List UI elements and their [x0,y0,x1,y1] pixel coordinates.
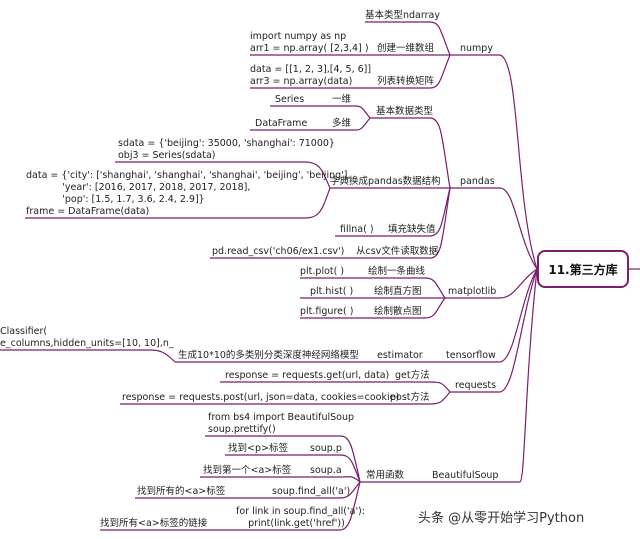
connector-root-requests [499,268,538,393]
matplotlib-plot-desc: 绘制一条曲线 [368,266,426,277]
numpy-node: numpy [460,43,493,54]
numpy-matrix-code-2: arr3 = np.array(data) [250,76,353,87]
tensorflow-code-1: Classifier( [0,326,48,337]
numpy-list-to-matrix: 列表转换矩阵 [377,76,435,87]
numpy-create-1d: 创建一维数组 [377,43,435,54]
bs4-loop-code-1: for link in soup.find_all('a'): [236,506,365,517]
connector-root-matplotlib [499,268,538,299]
bs4-soup-find-all: soup.find_all('a') [272,486,351,497]
bs4-loop-code-2: print(link.get('href')) [236,518,345,529]
pandas-read-csv: 从csv文件读取数据 [356,246,439,257]
bs4-find-first-a: 找到第一个<a>标签 [203,465,292,476]
bs4-import-code-1: from bs4 import BeautifulSoup [208,412,355,423]
bs4-find-links: 找到所有<a>标签的链接 [100,518,208,529]
numpy-basic-type: 基本类型ndarray [365,10,440,21]
numpy-matrix-code-1: data = [[1, 2, 3],[4, 5, 6]] [250,64,372,75]
tensorflow-estimator: estimator [377,350,423,361]
watermark: 头条 @从零开始学习Python [418,511,585,526]
bs4-common-functions: 常用函数 [366,470,405,481]
requests-get: get方法 [395,370,430,381]
pandas-multi-dim: 多维 [332,118,352,129]
matplotlib-figure-desc: 绘制散点图 [374,306,422,317]
requests-post: post方法 [390,392,430,403]
matplotlib-figure: plt.figure( ) [300,306,354,317]
pandas-dataframe: DataFrame [255,118,308,129]
bs4-find-p: 找到<p>标签 [228,443,288,454]
pandas-frame-code-4: frame = DataFrame(data) [26,206,150,217]
pandas-frame-code-1: data = {'city': ['shanghai', 'shanghai',… [26,170,351,181]
tensorflow-code-2: e_columns,hidden_units=[10, 10],n_ [0,338,174,349]
requests-post-code: response = requests.post(url, json=data,… [122,392,400,403]
root-node: 11.第三方库 [537,250,629,288]
connector-root-tensorflow [499,268,538,363]
pandas-node: pandas [460,176,495,187]
bs4-soup-a: soup.a [310,465,342,476]
pandas-fill-missing: 填充缺失值 [388,224,436,235]
pandas-fillna: fillna( ) [340,224,374,235]
connector-root-pandas [499,187,538,270]
pandas-series-code-1: sdata = {'beijing': 35000, 'shanghai': 7… [118,138,335,149]
bs4-soup-p: soup.p [310,443,342,454]
matplotlib-plot: plt.plot( ) [300,266,345,277]
pandas-basic-types: 基本数据类型 [376,106,434,117]
numpy-create-code-1: import numpy as np [250,31,347,42]
tensorflow-desc: 生成10*10的多类别分类深度神经网络模型 [178,350,359,361]
bs4-find-all-a: 找到所有的<a>标签 [137,486,226,497]
pandas-frame-code-3: 'pop': [1.5, 1.7, 3.6, 2.4, 2.9]} [26,194,205,205]
pandas-frame-code-2: 'year': [2016, 2017, 2018, 2017, 2018], [26,182,251,193]
pandas-series-code-2: obj3 = Series(sdata) [118,150,216,161]
pandas-series: Series [275,94,305,105]
bs4-node: BeautifulSoup [432,470,499,481]
pandas-read-csv-code: pd.read_csv('ch06/ex1.csv') [212,246,345,257]
matplotlib-hist: plt.hist( ) [310,286,354,297]
numpy-create-code-2: arr1 = np.array( [2,3,4] ) [250,43,369,54]
pandas-dict-to-struct: 字典换成pandas数据结构 [330,176,441,187]
bs4-import-code-2: soup.prettify() [208,424,276,435]
tensorflow-node: tensorflow [446,350,496,361]
connector-root-bs4 [519,268,538,483]
matplotlib-hist-desc: 绘制直方图 [374,286,422,297]
pandas-one-dim: 一维 [332,94,352,105]
requests-node: requests [455,380,497,391]
requests-get-code: response = requests.get(url, data) [225,370,390,381]
matplotlib-node: matplotlib [448,286,497,297]
connector-root-numpy [499,54,538,270]
